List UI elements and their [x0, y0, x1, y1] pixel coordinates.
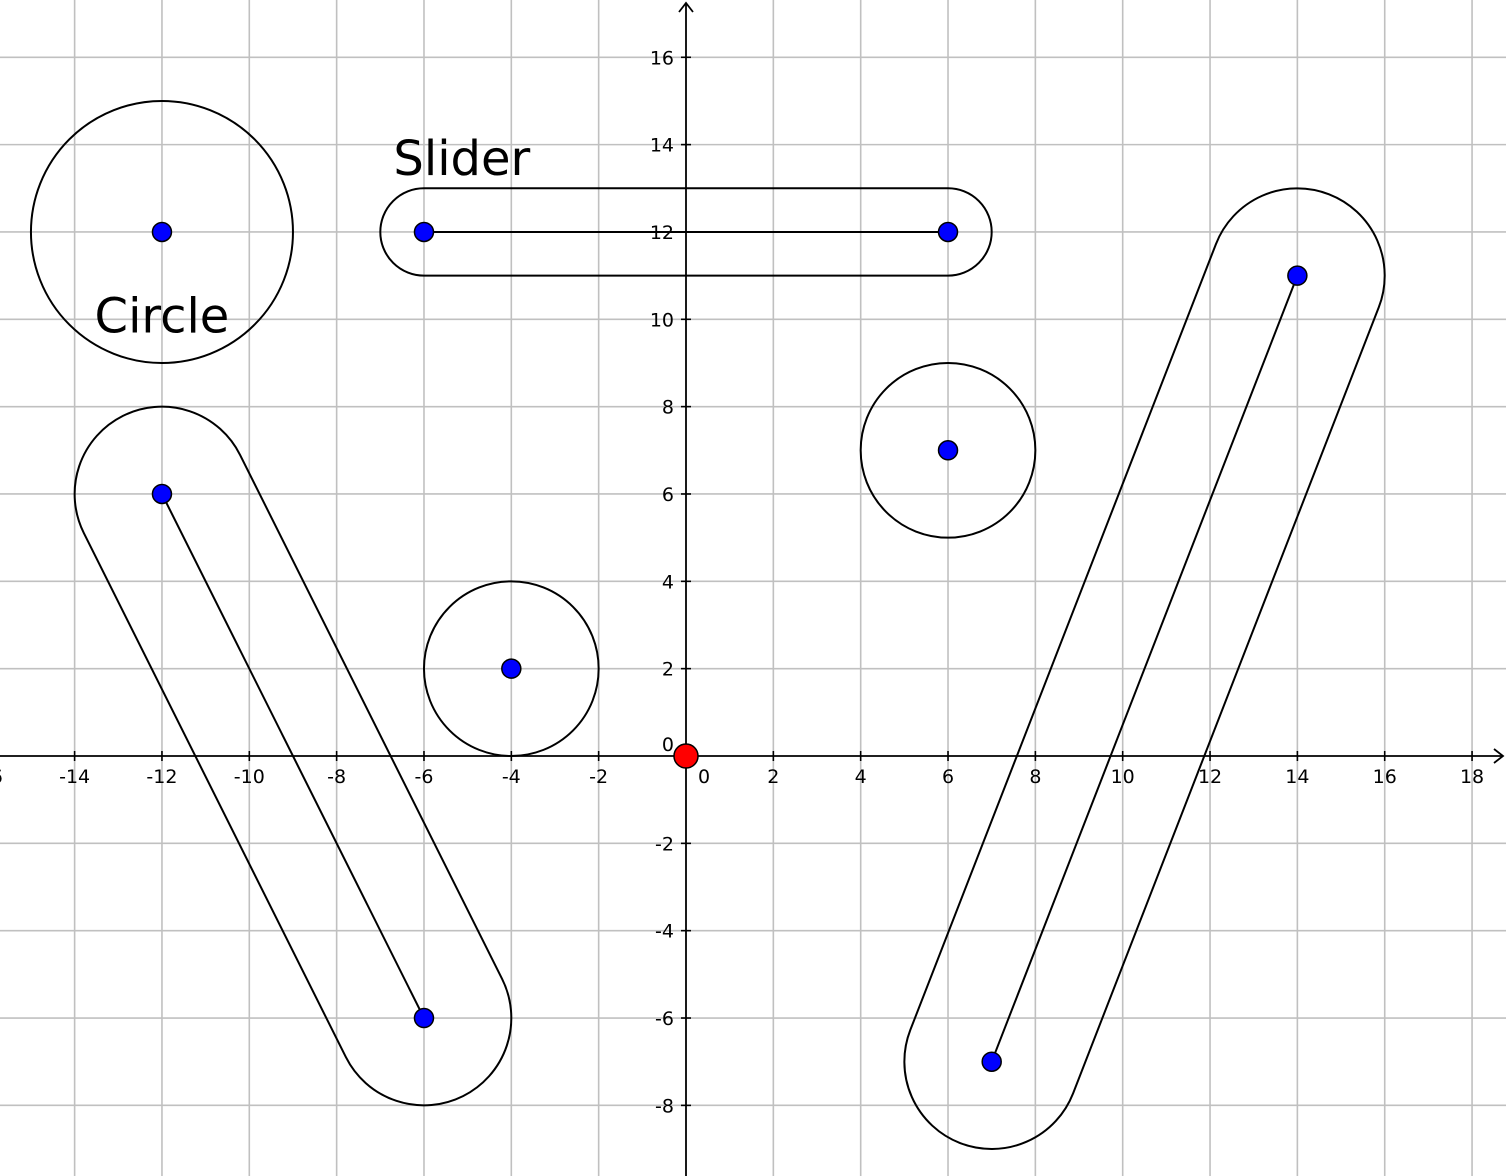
point-right-top[interactable] — [1287, 265, 1308, 286]
slider-label: Slider — [393, 131, 530, 187]
x-tick-label: -8 — [327, 766, 346, 788]
x-tick-label: -6 — [415, 766, 434, 788]
x-axis-arrow-icon — [1493, 748, 1505, 764]
circle-big — [29, 99, 294, 364]
x-tick-label: 6 — [942, 766, 954, 788]
x-tick-label: 18 — [1460, 766, 1484, 788]
stadium-right-diagonal-segment — [990, 275, 1299, 1063]
y-tick-label: 4 — [662, 571, 674, 593]
y-tick-label: 16 — [650, 47, 674, 69]
x-tick-label: 2 — [767, 766, 779, 788]
point-right-bottom[interactable] — [981, 1051, 1002, 1072]
x-tick-label: 16 — [1373, 766, 1397, 788]
x-tick-label: -10 — [234, 766, 265, 788]
stadium-left-diagonal — [73, 405, 513, 1107]
circle-small-right — [859, 361, 1037, 539]
slider-stadium — [379, 187, 993, 277]
y-tick-label: 6 — [662, 484, 674, 506]
labels-layer: Circle Slider — [95, 131, 531, 344]
stadium-left-diagonal-segment — [161, 493, 425, 1019]
x-tick-label: -12 — [146, 766, 177, 788]
y-tick-label: 0 — [662, 734, 674, 756]
y-tick-label: 14 — [650, 135, 674, 157]
circle-small-left — [422, 580, 600, 757]
x-tick-label: 10 — [1111, 766, 1135, 788]
point-circle-center[interactable] — [151, 221, 173, 243]
x-tick-label: 12 — [1198, 766, 1222, 788]
stadium-right-diagonal — [903, 187, 1386, 1151]
x-tick-label: -14 — [59, 766, 90, 788]
x-tick-label: -16 — [0, 766, 3, 788]
point-left-top[interactable] — [151, 483, 173, 505]
y-axis-arrow-icon — [678, 1, 694, 13]
x-tick-label: 14 — [1285, 766, 1309, 788]
x-tick-label: 8 — [1029, 766, 1041, 788]
circle-label: Circle — [95, 288, 230, 344]
point-small-circle-left-center[interactable] — [501, 658, 522, 679]
x-tick-label: -2 — [589, 766, 608, 788]
y-tick-label: -6 — [655, 1008, 674, 1030]
shapes-layer — [29, 99, 1386, 1151]
y-tick-label: -4 — [655, 921, 674, 943]
point-slider-start[interactable] — [413, 221, 435, 243]
y-tick-label: -2 — [655, 833, 674, 855]
point-left-bottom[interactable] — [413, 1007, 435, 1029]
y-tick-label: 10 — [650, 309, 674, 331]
point-slider-end[interactable] — [937, 221, 959, 243]
y-tick-label: 8 — [662, 397, 674, 419]
y-tick-label: 2 — [662, 659, 674, 681]
x-tick-label: -4 — [502, 766, 521, 788]
point-origin[interactable] — [673, 743, 699, 769]
y-tick-label: -8 — [655, 1095, 674, 1117]
x-tick-label: 4 — [855, 766, 867, 788]
point-small-circle-right-center[interactable] — [937, 440, 959, 461]
points-layer — [151, 221, 1308, 1072]
x-tick-label: 0 — [698, 766, 710, 788]
